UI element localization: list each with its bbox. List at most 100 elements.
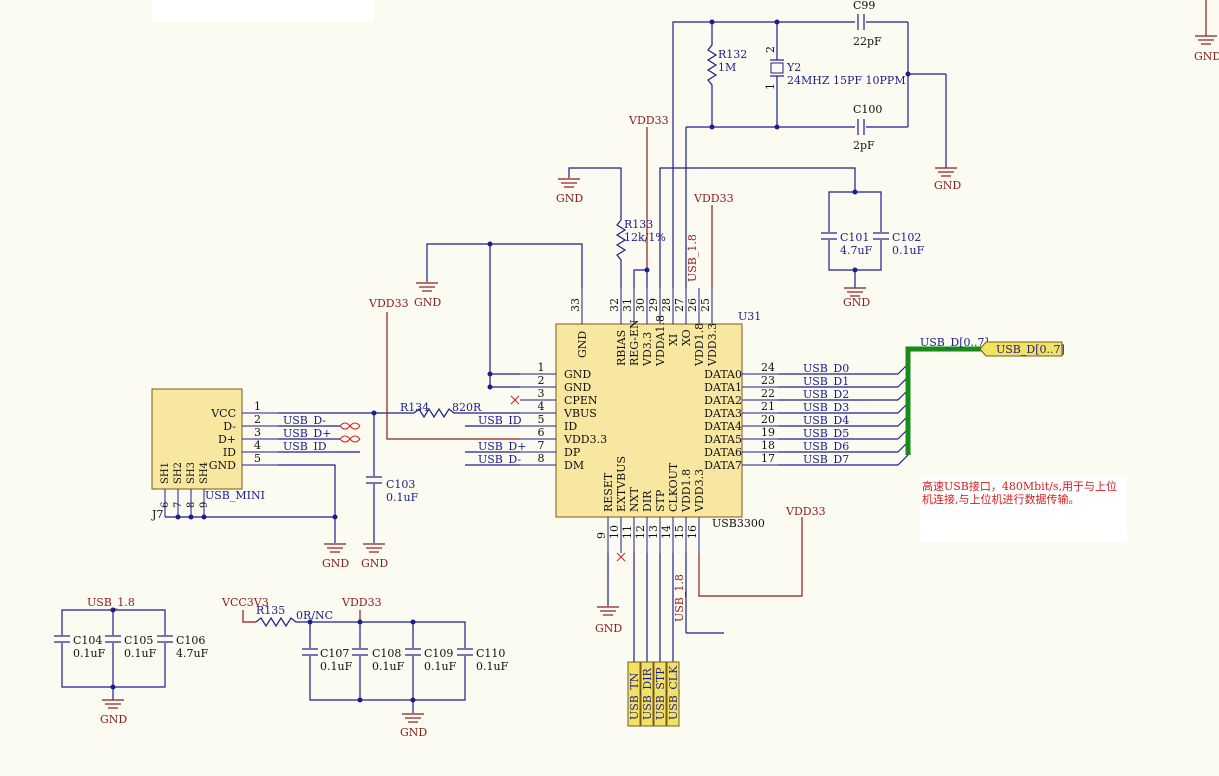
u31-pin-num: 6 — [538, 426, 545, 439]
j7-pin-num: 5 — [254, 452, 261, 465]
u31-pin-num: 13 — [647, 525, 660, 539]
u31-pin-num: 21 — [761, 400, 775, 413]
j7-pin-name: D+ — [218, 433, 236, 446]
u31-pin-name: CLKOUT — [667, 462, 680, 512]
u31-pin-name: VDD3.3 — [563, 433, 607, 446]
u31-ref: U31 — [738, 310, 761, 323]
c99-ref: C99 — [853, 0, 875, 12]
net-data-label: USB_D7 — [803, 453, 849, 466]
r134-resistor[interactable]: R134 820R — [400, 401, 520, 419]
net-usb-dp: USB_D+ — [283, 427, 331, 440]
u31-pin-name: NXT — [628, 487, 641, 512]
gnd-label: GND — [414, 296, 441, 309]
c104-value: 0.1uF — [73, 647, 106, 660]
gnd-symbol: GND — [934, 167, 961, 192]
c100-capacitor[interactable]: C100 2pF — [853, 103, 882, 152]
u31-pin-name: DIR — [641, 490, 654, 512]
note-line-1: 高速USB接口，480Mbit/s,用于与上位 — [922, 479, 1117, 493]
gnd-symbol-corner: GND — [1194, 0, 1219, 63]
rbias-section: GND R133 12k/1% VDD33 VDD33 USB_1.8 GND — [414, 114, 856, 390]
u31-pin-num: 31 — [621, 298, 634, 312]
c108-capacitor[interactable]: C108 0.1uF — [352, 647, 405, 673]
c104-capacitor[interactable]: C104 0.1uF — [54, 634, 106, 660]
net-usb-dp: USB_D+ — [478, 440, 526, 453]
net-usb-dm: USB_D- — [478, 453, 521, 466]
u31-pin-name: DATA6 — [704, 446, 742, 459]
net-data-label: USB_D2 — [803, 388, 849, 401]
c99-value: 22pF — [853, 35, 882, 48]
c107-capacitor[interactable]: C107 0.1uF — [302, 647, 353, 673]
u31-pin-name: VBUS — [563, 407, 597, 420]
c107-ref: C107 — [320, 647, 349, 660]
net-usb-id: USB_ID — [283, 440, 327, 453]
u31-pin-name: GND — [564, 368, 591, 381]
vcc3v3-label: VCC3V3 — [221, 596, 269, 609]
u31-usb3300[interactable]: U31 USB3300 1 2 3 4 5 6 7 8 GND GND CPEN… — [520, 288, 778, 553]
u31-pin-name: DP — [564, 446, 581, 459]
y2-ref: Y2 — [786, 61, 801, 74]
u31-value: USB3300 — [712, 517, 765, 530]
u31-pin-num: 18 — [761, 439, 775, 452]
port-usb-stp[interactable]: USB_STP — [653, 661, 667, 727]
c106-capacitor[interactable]: C106 4.7uF — [157, 634, 209, 660]
c102-capacitor[interactable]: C102 0.1uF — [873, 231, 925, 257]
c105-capacitor[interactable]: C105 0.1uF — [105, 634, 157, 660]
c110-value: 0.1uF — [476, 660, 509, 673]
gnd-label: GND — [556, 192, 583, 205]
gnd-label: GND — [1194, 50, 1219, 63]
port-usb-tn[interactable]: USB_TN — [627, 661, 641, 727]
c105-ref: C105 — [124, 634, 153, 647]
j7-body — [151, 388, 243, 490]
usb18-label: USB_1.8 — [673, 574, 686, 622]
j7-pin-num: 4 — [254, 439, 261, 452]
bus-line[interactable] — [905, 346, 984, 455]
u31-pin-num: 22 — [761, 387, 775, 400]
r132-resistor[interactable]: R132 1M — [706, 19, 747, 130]
c99-capacitor[interactable]: C99 22pF — [853, 0, 882, 48]
j7-pin-name: VCC — [210, 407, 236, 420]
u31-pin-num: 16 — [686, 525, 699, 539]
net-usb-dm: USB_D- — [283, 414, 326, 427]
u31-pin-num: 14 — [660, 525, 673, 539]
note-line-2: 机连接,与上位机进行数据传输。 — [922, 492, 1080, 506]
c101-capacitor[interactable]: C101 4.7uF — [821, 231, 873, 257]
j7-shield-name: SH4 — [199, 462, 210, 484]
u31-pin-name: RESET — [602, 472, 615, 512]
port-usb-dir[interactable]: USB_DIR — [640, 661, 654, 727]
u31-pin-num: 1 — [538, 361, 545, 374]
u31-bottom-pins: 9 10 11 12 13 14 15 16 RESET EXTVBUS NXT… — [595, 456, 706, 553]
u31-pin-num: 9 — [595, 532, 608, 539]
u31-pin-num: 26 — [686, 298, 699, 312]
u31-pin-name: STP — [654, 489, 667, 512]
gnd-label: GND — [934, 179, 961, 192]
c103-ref: C103 — [386, 478, 415, 491]
y2-crystal[interactable]: 2 1 Y2 24MHZ 15PF 10PPM — [764, 19, 906, 130]
port-usb-clk[interactable]: USB_CLK — [666, 661, 680, 727]
c110-capacitor[interactable]: C110 0.1uF — [457, 647, 509, 673]
c109-capacitor[interactable]: C109 0.1uF — [405, 647, 457, 673]
j7-shield-name: SH3 — [186, 462, 197, 484]
usb18-label: USB_1.8 — [686, 234, 699, 282]
net-data-label: USB_D0 — [803, 362, 849, 375]
r133-resistor[interactable]: R133 12k/1% — [615, 218, 666, 288]
j7-shield-name: SH1 — [160, 462, 171, 484]
r135-value: 0R/NC — [296, 609, 333, 622]
j7-usb-mini[interactable]: VCC D- D+ ID GND 1 2 3 4 5 SH1 SH2 SH3 S… — [151, 388, 278, 521]
u31-pin-num: 12 — [634, 525, 647, 539]
u31-pin-num: 17 — [761, 452, 775, 465]
u31-pin-name: DATA0 — [704, 368, 742, 381]
u31-pin-name: CPEN — [564, 394, 598, 407]
bus-port-label: USB_D[0..7] — [996, 343, 1065, 356]
c109-value: 0.1uF — [424, 660, 457, 673]
diff-pair-marker — [339, 422, 361, 443]
r135-resistor[interactable]: R135 0R/NC — [255, 604, 333, 628]
data-bus: USB_D0 USB_D1 USB_D2 USB_D3 USB_D4 USB_D… — [778, 336, 1065, 466]
gnd-label: GND — [843, 296, 870, 309]
c103-capacitor[interactable]: C103 0.1uF — [366, 413, 419, 543]
c106-ref: C106 — [176, 634, 205, 647]
gnd-label: GND — [400, 726, 427, 739]
c109-ref: C109 — [424, 647, 453, 660]
bus-port[interactable]: USB_D[0..7] — [979, 341, 1065, 357]
u31-pin-num: 25 — [699, 298, 712, 312]
